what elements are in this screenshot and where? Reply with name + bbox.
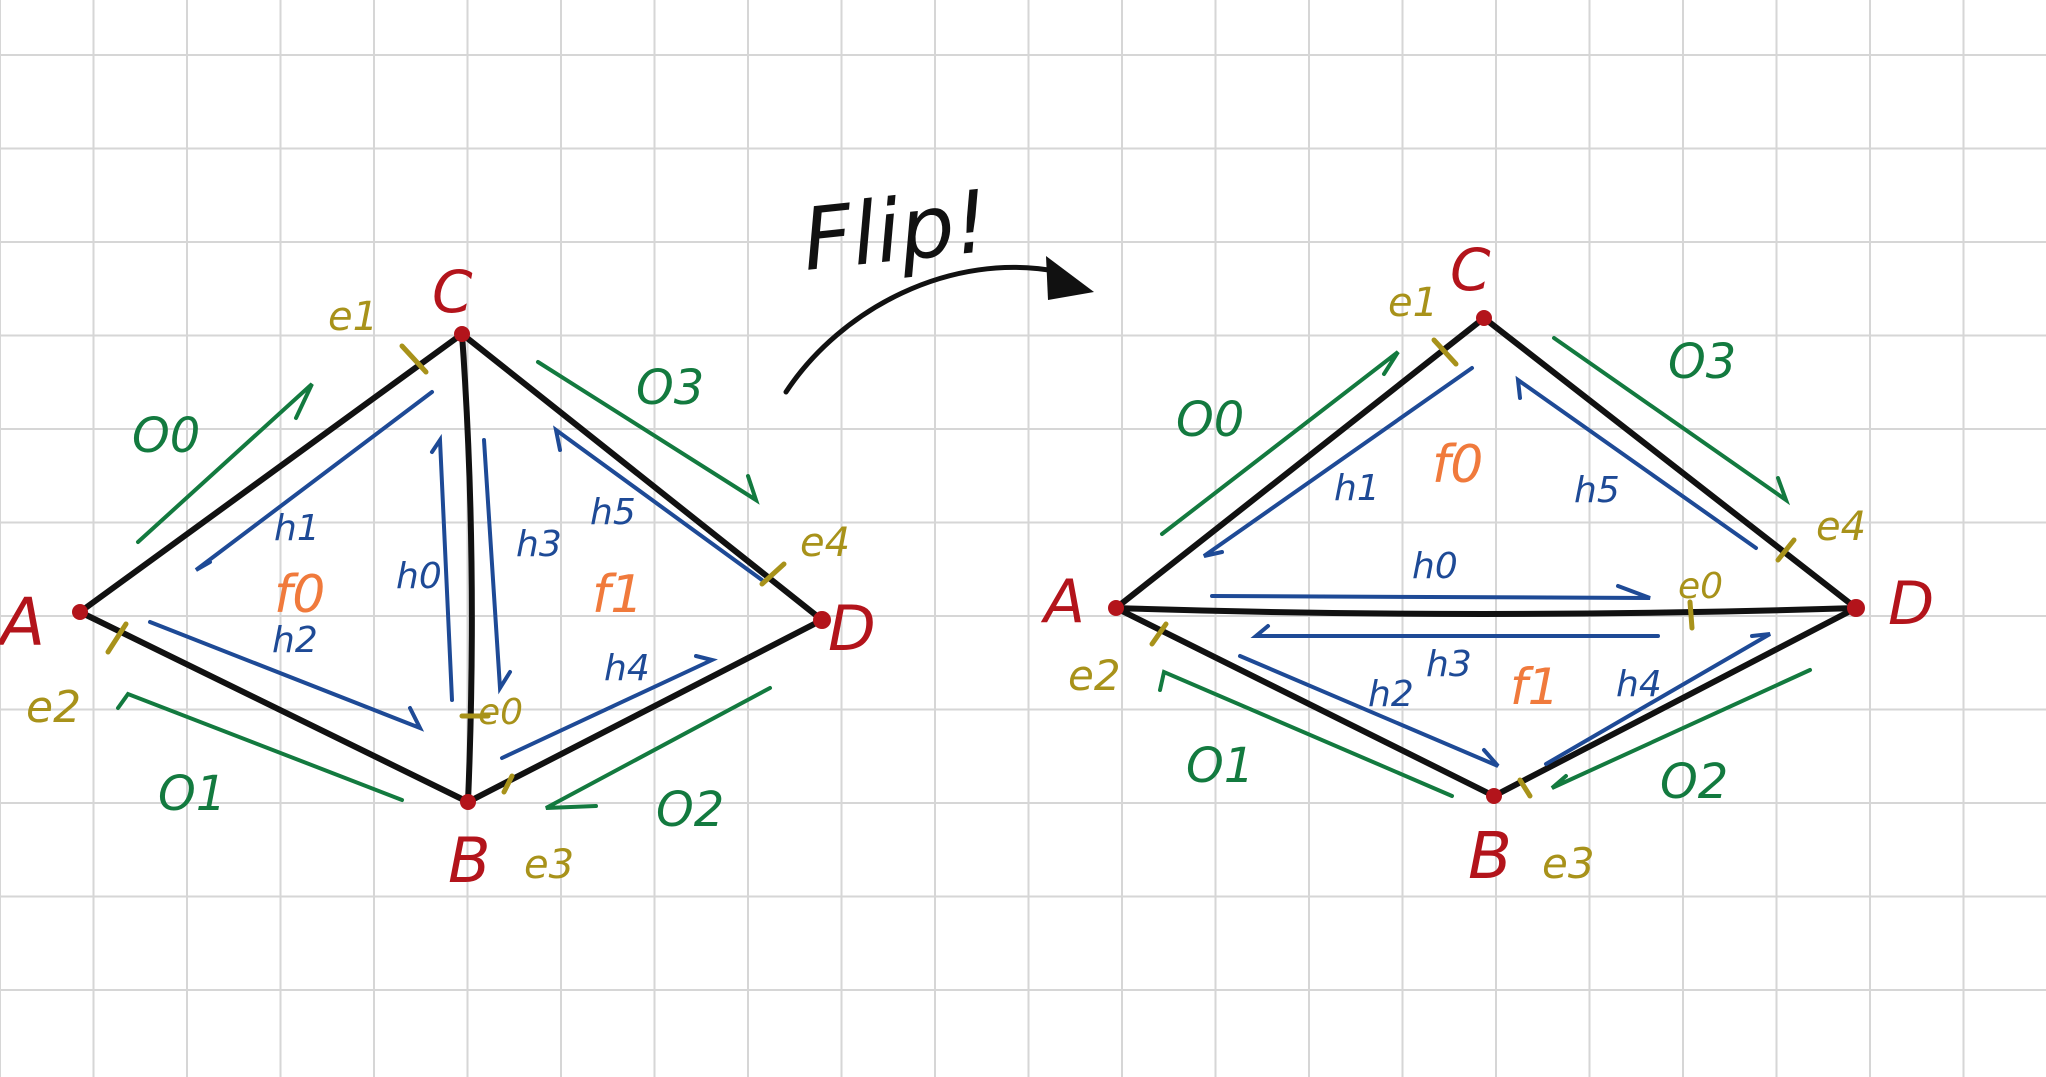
halfedge-h2 bbox=[1238, 654, 1500, 768]
halfedge-h4 bbox=[1544, 632, 1772, 766]
edge-tick-e4 bbox=[1775, 537, 1797, 563]
vertex-label: D bbox=[828, 592, 876, 665]
outer-halfedge-o2 bbox=[545, 686, 772, 810]
edge-tick-e1 bbox=[1431, 337, 1459, 367]
halfedge-label: h4 bbox=[1616, 664, 1662, 705]
halfedge-h1 bbox=[1202, 366, 1474, 558]
halfedge-h5 bbox=[1515, 375, 1758, 550]
halfedge-h1 bbox=[194, 390, 434, 572]
outer-label: O0 bbox=[1176, 392, 1244, 448]
halfedge-h3 bbox=[1250, 624, 1660, 638]
vertex-label: B bbox=[1468, 820, 1512, 894]
edge-label: e2 bbox=[26, 682, 81, 733]
edge-label: e0 bbox=[1678, 566, 1723, 607]
vertex-dot-b bbox=[460, 794, 476, 810]
halfedge-label: h0 bbox=[1412, 546, 1458, 587]
edge-label: e4 bbox=[1816, 504, 1866, 550]
outer-halfedge-o1 bbox=[116, 691, 404, 802]
vertex-label: D bbox=[1888, 569, 1934, 639]
edge-tick-e2 bbox=[1149, 621, 1169, 647]
edge-label: e2 bbox=[1068, 651, 1121, 700]
edge-tick-e3 bbox=[1517, 777, 1533, 799]
outer-label: O2 bbox=[1660, 754, 1728, 810]
edge-tick-e3 bbox=[501, 773, 515, 795]
edge-c-d bbox=[459, 331, 825, 623]
edge-tick-e2 bbox=[105, 621, 129, 655]
halfedge-label: h3 bbox=[1426, 644, 1472, 685]
vertex-dot-c bbox=[454, 326, 470, 342]
face-label: f1 bbox=[592, 565, 643, 625]
outer-halfedge-o1 bbox=[1158, 669, 1454, 798]
outer-label: O1 bbox=[158, 766, 226, 822]
outer-label: O1 bbox=[1186, 738, 1254, 794]
flip-arrow-icon bbox=[783, 264, 1063, 395]
outer-halfedge-o0 bbox=[1160, 350, 1400, 536]
outer-halfedge-o3 bbox=[1552, 336, 1791, 506]
edge-c-d bbox=[1481, 315, 1859, 611]
face-label: f0 bbox=[1432, 435, 1483, 495]
edge-b-a bbox=[1113, 605, 1497, 799]
halfedge-h2 bbox=[148, 620, 425, 732]
halfedge-label: h2 bbox=[1368, 674, 1414, 715]
vertex-label: B bbox=[448, 824, 491, 897]
vertex-dot-a bbox=[72, 604, 88, 620]
outer-label: O3 bbox=[1668, 334, 1736, 390]
edge-label: e1 bbox=[1388, 280, 1438, 326]
edge-a-c bbox=[77, 331, 465, 615]
after-flip-mesh: A B C D e0 e1 e2 e3 e4 h0 h1 h2 h3 h4 h5… bbox=[1040, 236, 1934, 894]
edge-label: e1 bbox=[328, 294, 378, 340]
halfedge-label: h0 bbox=[396, 556, 442, 597]
vertex-dot-c bbox=[1476, 310, 1492, 326]
edge-label: e0 bbox=[478, 692, 523, 733]
halfedge-h4 bbox=[500, 654, 718, 760]
halfedge-h5 bbox=[553, 425, 764, 582]
halfedge-h0 bbox=[430, 433, 454, 702]
outer-label: O2 bbox=[656, 782, 724, 838]
vertex-dot-d bbox=[1847, 599, 1865, 617]
outer-label: O3 bbox=[636, 360, 704, 416]
outer-halfedge-o0 bbox=[136, 382, 314, 544]
halfedge-label: h5 bbox=[1574, 470, 1620, 511]
vertex-label: A bbox=[1040, 567, 1085, 637]
halfedge-label: h2 bbox=[272, 620, 318, 661]
vertex-dot-a bbox=[1108, 600, 1124, 616]
flip-arrow-group: Flip! bbox=[783, 172, 1094, 395]
edge-tick-e4 bbox=[759, 561, 787, 587]
halfedge-label: h3 bbox=[516, 524, 562, 565]
halfedge-label: h5 bbox=[590, 492, 636, 533]
edge-d-b bbox=[465, 617, 825, 805]
edge-label: e3 bbox=[1542, 839, 1595, 888]
vertex-label: A bbox=[0, 584, 45, 661]
outer-label: O0 bbox=[132, 408, 200, 464]
edge-a-d bbox=[1113, 605, 1859, 617]
halfedge-h3 bbox=[482, 438, 512, 695]
face-label: f1 bbox=[1510, 658, 1559, 716]
edge-tick-e0 bbox=[1687, 599, 1695, 631]
edge-b-a bbox=[77, 609, 471, 805]
edge-label: e3 bbox=[524, 842, 574, 888]
edge-a-c bbox=[1113, 315, 1487, 611]
outer-halfedge-o2 bbox=[1550, 668, 1812, 790]
halfedge-label: h1 bbox=[1334, 468, 1380, 509]
vertex-dot-d bbox=[813, 611, 831, 629]
edge-c-b bbox=[459, 331, 475, 805]
outer-halfedge-o3 bbox=[536, 360, 760, 505]
edge-label: e4 bbox=[800, 520, 850, 566]
edge-tick-e1 bbox=[399, 343, 429, 375]
vertex-label: C bbox=[1450, 236, 1491, 304]
edge-d-b bbox=[1491, 605, 1859, 799]
halfedge-label: h1 bbox=[274, 508, 320, 549]
halfedge-label: h4 bbox=[604, 648, 650, 689]
arrowhead-icon bbox=[1046, 256, 1094, 300]
before-flip-mesh: A B C D e0 e1 e2 e3 e4 h0 h1 h2 h3 h4 h5… bbox=[0, 258, 876, 897]
vertex-dot-b bbox=[1486, 788, 1502, 804]
face-label: f0 bbox=[274, 565, 325, 625]
vertex-label: C bbox=[432, 258, 473, 326]
halfedge-h0 bbox=[1210, 584, 1651, 600]
